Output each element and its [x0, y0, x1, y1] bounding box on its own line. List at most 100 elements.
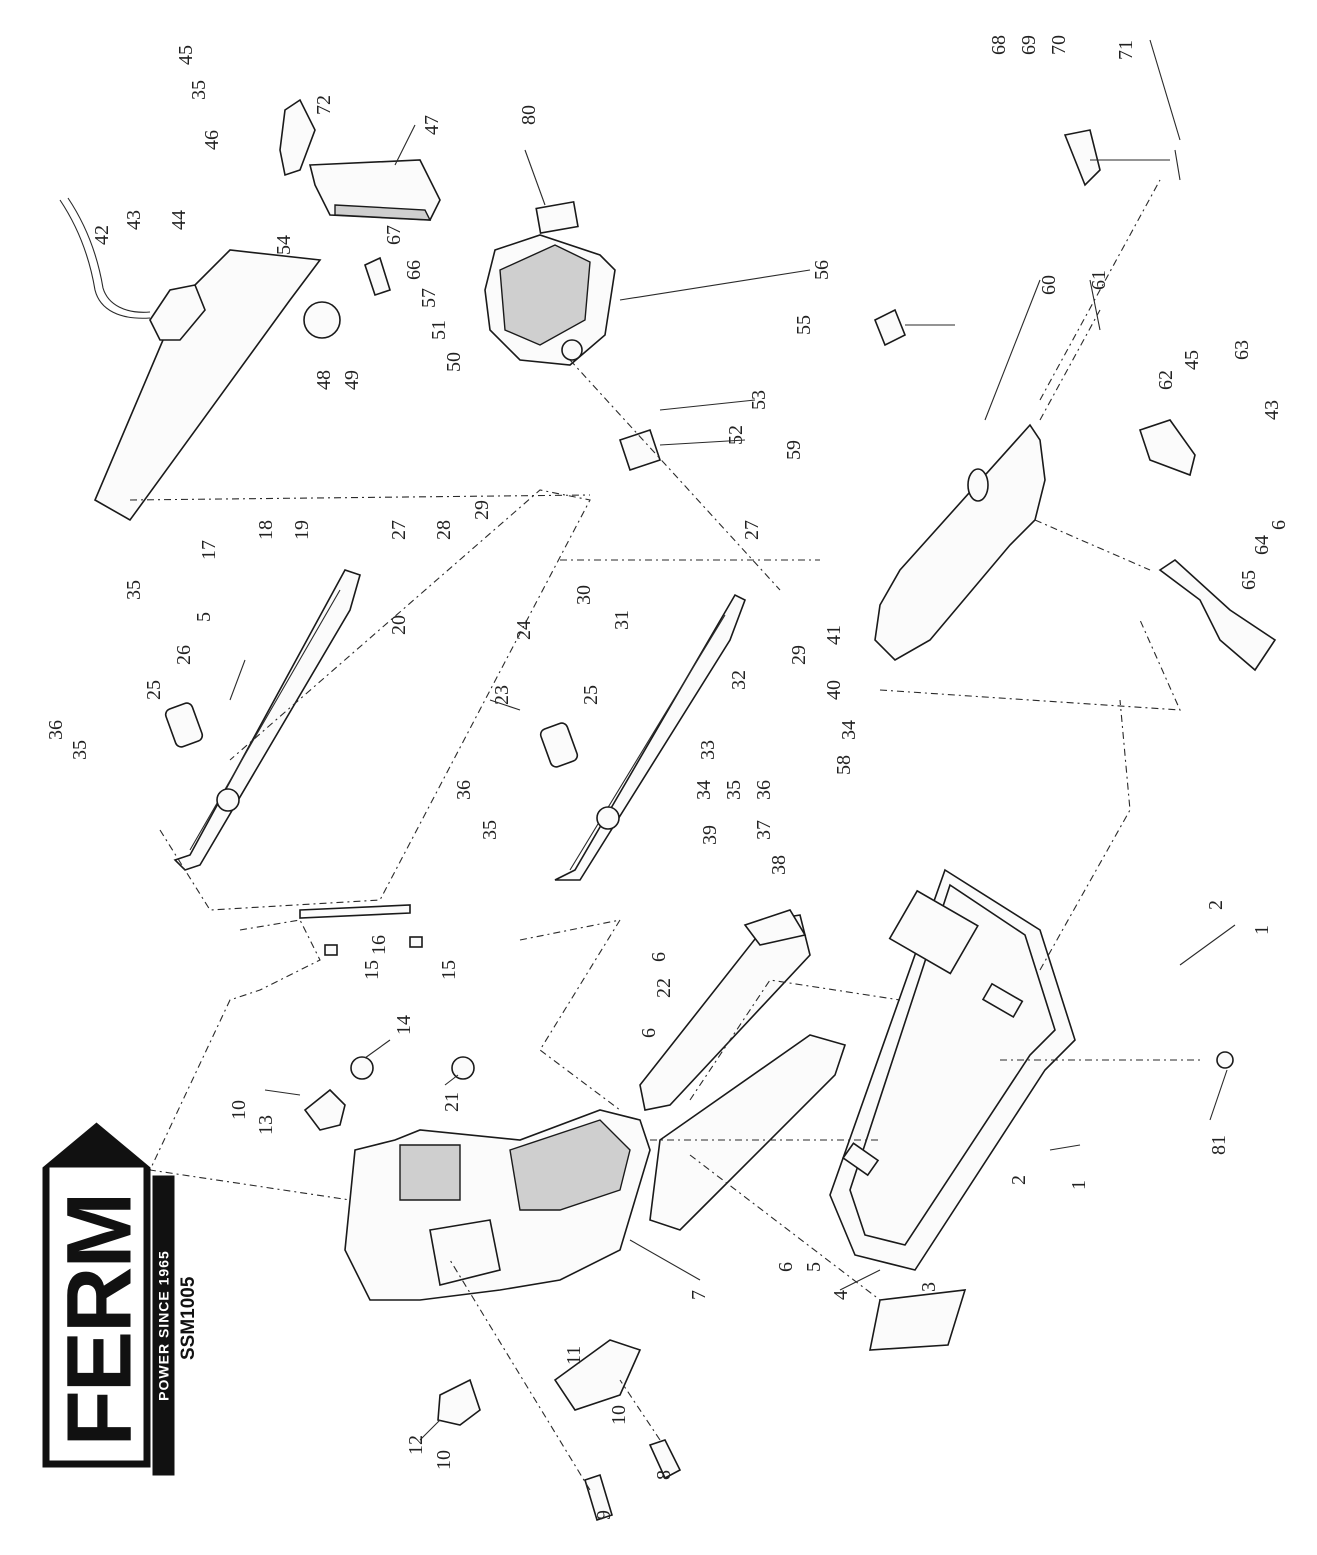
callout-45: 45 — [1181, 350, 1203, 370]
callout-80: 80 — [518, 105, 540, 125]
callout-1: 1 — [1251, 925, 1273, 935]
callout-71: 71 — [1115, 40, 1137, 60]
callout-50: 50 — [443, 352, 465, 372]
sleeve-25a — [164, 702, 204, 748]
callout-67: 67 — [383, 225, 405, 245]
callout-34: 34 — [838, 720, 860, 740]
callout-labels: 1 2 1 2 81 3 4 5 6 7 6 22 6 8 9 10 11 10… — [45, 35, 1290, 1520]
callout-40: 40 — [823, 680, 845, 700]
callout-7: 7 — [688, 1290, 710, 1300]
callout-63: 63 — [1231, 340, 1253, 360]
callout-19: 19 — [291, 520, 313, 540]
callout-53: 53 — [748, 390, 770, 410]
table-insert — [967, 468, 989, 502]
callout-36: 36 — [753, 780, 775, 800]
callout-36: 36 — [453, 780, 475, 800]
callout-16: 16 — [368, 935, 390, 955]
callout-51: 51 — [428, 320, 450, 340]
callout-22: 22 — [653, 978, 675, 998]
part-5-cover — [649, 1034, 847, 1231]
cover-12 — [437, 1378, 481, 1426]
callout-10: 10 — [608, 1405, 630, 1425]
upper-arm-26 — [173, 569, 361, 871]
callout-54: 54 — [273, 235, 295, 255]
callout-12: 12 — [405, 1435, 427, 1455]
motor-56 — [484, 200, 616, 366]
callout-13: 13 — [255, 1115, 277, 1135]
callout-6: 6 — [648, 952, 670, 962]
knob-21 — [451, 1056, 475, 1080]
callout-14: 14 — [393, 1015, 415, 1035]
callout-45: 45 — [175, 45, 197, 65]
callout-57: 57 — [418, 288, 440, 308]
callout-64: 64 — [1251, 535, 1273, 555]
sleeve-25b — [539, 722, 579, 768]
callout-69: 69 — [1018, 35, 1040, 55]
callout-43: 43 — [1261, 400, 1283, 420]
callout-38: 38 — [768, 855, 790, 875]
callout-33: 33 — [697, 740, 719, 760]
callout-35: 35 — [188, 80, 210, 100]
callout-56: 56 — [811, 260, 833, 280]
knob-14 — [350, 1056, 374, 1080]
top-arm — [93, 249, 322, 522]
callout-1: 1 — [1068, 1180, 1090, 1190]
callout-59: 59 — [783, 440, 805, 460]
callout-9: 9 — [593, 1510, 615, 1520]
callout-66: 66 — [403, 260, 425, 280]
callout-35: 35 — [123, 580, 145, 600]
rod-71 — [1090, 149, 1181, 181]
callout-17: 17 — [198, 540, 220, 560]
callout-28: 28 — [433, 520, 455, 540]
callout-2: 2 — [1008, 1175, 1030, 1185]
callout-31: 31 — [611, 610, 633, 630]
cover-13 — [303, 1088, 346, 1131]
callout-20: 20 — [388, 615, 410, 635]
part-55 — [873, 308, 907, 347]
table-60 — [874, 423, 1046, 661]
part-49 — [303, 301, 341, 339]
callout-44: 44 — [168, 210, 190, 230]
block-15b — [409, 936, 423, 948]
ferm-logo: FERM POWER SINCE 1965 — [42, 1088, 175, 1476]
callout-37: 37 — [753, 820, 775, 840]
callout-29: 29 — [788, 645, 810, 665]
callout-34: 34 — [693, 780, 715, 800]
callout-32: 32 — [728, 670, 750, 690]
callout-4: 4 — [830, 1290, 852, 1300]
block-15a — [324, 944, 338, 956]
callout-41: 41 — [823, 625, 845, 645]
base-label-plate — [869, 1289, 967, 1351]
callout-6: 6 — [1268, 520, 1290, 530]
callout-26: 26 — [173, 645, 195, 665]
callout-70: 70 — [1048, 35, 1070, 55]
switch-80 — [535, 200, 579, 235]
callout-55: 55 — [793, 315, 815, 335]
part-8 — [648, 1439, 682, 1480]
part-9 — [584, 1473, 613, 1522]
callout-52: 52 — [725, 425, 747, 445]
callout-27: 27 — [388, 520, 410, 540]
lower-arm-39 — [554, 593, 747, 881]
callout-42: 42 — [91, 225, 113, 245]
part-52 — [618, 428, 662, 472]
link-16 — [299, 904, 411, 919]
callout-39: 39 — [699, 825, 721, 845]
callout-61: 61 — [1088, 270, 1110, 290]
callout-58: 58 — [833, 755, 855, 775]
callout-65: 65 — [1238, 570, 1260, 590]
callout-30: 30 — [573, 585, 595, 605]
callout-6: 6 — [775, 1262, 797, 1272]
callout-6: 6 — [638, 1028, 660, 1038]
bracket-72 — [279, 98, 316, 177]
callout-35: 35 — [69, 740, 91, 760]
callout-25: 25 — [143, 680, 165, 700]
part-81 — [1216, 1051, 1234, 1069]
callout-24: 24 — [513, 620, 535, 640]
callout-10: 10 — [433, 1450, 455, 1470]
callout-49: 49 — [341, 370, 363, 390]
callout-47: 47 — [421, 115, 443, 135]
callout-36: 36 — [45, 720, 67, 740]
